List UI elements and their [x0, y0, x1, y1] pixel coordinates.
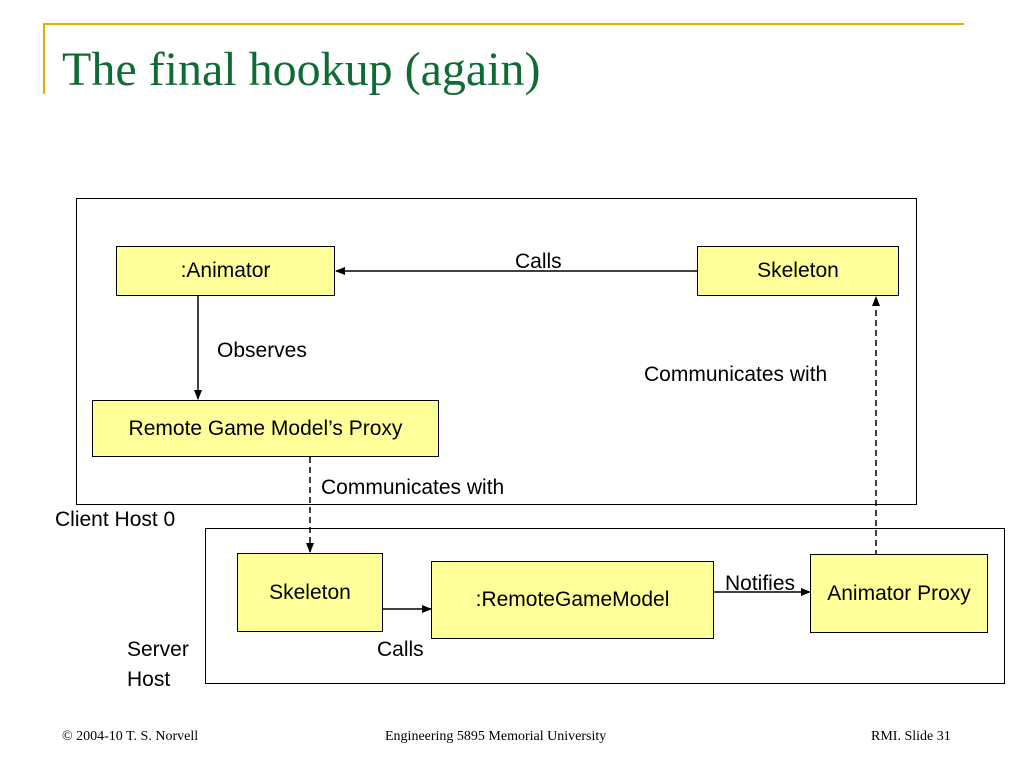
- server-host-label-line2: Host: [127, 668, 171, 691]
- notifies-label: Notifies: [725, 572, 796, 595]
- animator-proxy-node[interactable]: Animator Proxy: [810, 554, 988, 633]
- slide-title: The final hookup (again): [62, 43, 541, 96]
- client-host-boundary: [76, 198, 917, 505]
- calls-label-client: Calls: [515, 250, 562, 273]
- slide-frame-top-rule: [43, 23, 964, 25]
- slide-frame-left-rule: [43, 23, 45, 94]
- communicates-with-label-middle: Communicates with: [321, 476, 505, 499]
- observes-label: Observes: [217, 339, 307, 362]
- footer-course: Engineering 5895 Memorial University: [385, 729, 607, 744]
- footer-copyright: © 2004-10 T. S. Norvell: [62, 729, 199, 744]
- footer-slide-number: RMI. Slide 31: [871, 729, 951, 744]
- communicates-with-label-right: Communicates with: [644, 363, 828, 386]
- server-host-boundary: [205, 528, 1005, 684]
- server-skeleton-node[interactable]: Skeleton: [237, 553, 383, 632]
- calls-label-server: Calls: [377, 638, 424, 661]
- remote-game-model-node[interactable]: :RemoteGameModel: [431, 561, 714, 639]
- client-skeleton-node[interactable]: Skeleton: [697, 246, 899, 296]
- server-host-label-line1: Server: [127, 638, 189, 661]
- animator-node[interactable]: :Animator: [116, 246, 335, 296]
- remote-game-model-proxy-node[interactable]: Remote Game Model’s Proxy: [92, 400, 439, 457]
- client-host-label: Client Host 0: [55, 508, 176, 531]
